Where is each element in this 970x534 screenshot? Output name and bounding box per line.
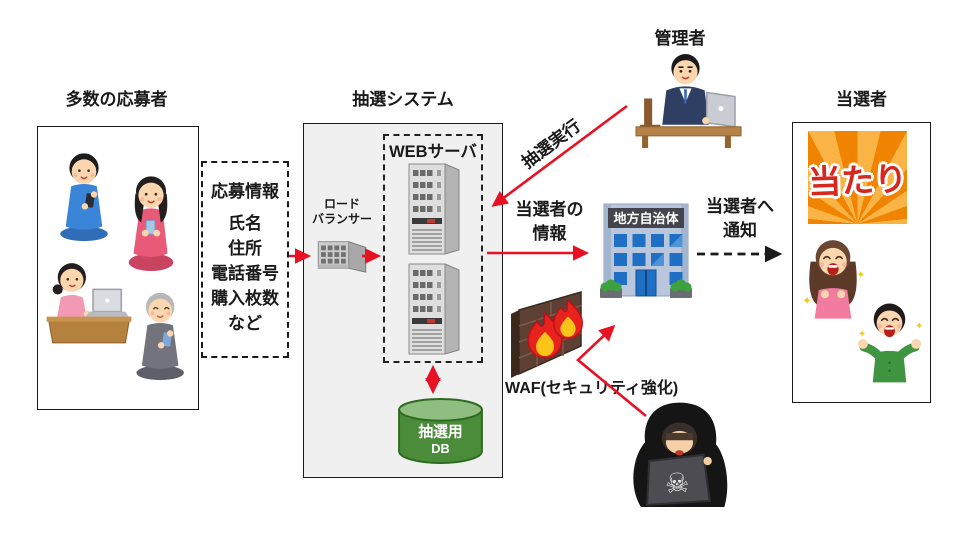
winners-box: 当たり ✦ ✦ [792,122,931,403]
system-title: 抽選システム [352,90,454,109]
applicant-man-phone-illustration [60,153,108,242]
web-server-box: WEBサーバ [383,134,483,363]
lottery-system-box: WEBサーバ [303,123,503,478]
applicants-box [37,126,199,410]
application-info-box: 応募情報 氏名 住所 電話番号 購入枚数 など [201,161,289,358]
sparkle-icon: ✦ [802,295,811,307]
prize-banner: 当たり [807,131,908,224]
notify-label: 当選者へ 通知 [706,197,774,240]
application-info-title: 応募情報 [211,182,279,201]
load-balancer-label: ロード バランサー [311,197,372,226]
skull-icon: ☠ [664,467,690,500]
hacker-illustration: ☠ [633,402,728,507]
applicant-woman-laptop-illustration [46,263,132,344]
winners-title: 当選者 [836,90,887,109]
web-server-label: WEBサーバ [389,143,477,161]
load-balancer-icon [317,241,367,273]
sparkle-icon: ✦ [915,321,923,332]
applicant-elderly-man-illustration [136,292,184,381]
db-label-line1: 抽選用 [418,422,462,440]
application-field-tickets: 購入枚数 [211,289,279,308]
server-tower-icon [408,263,460,355]
application-field-address: 住所 [228,239,262,258]
prize-text: 当たり [807,159,908,201]
lottery-exec-label: 抽選実行 [518,116,585,173]
happy-woman-illustration: ✦ ✦ [802,240,865,319]
application-field-phone: 電話番号 [211,264,279,283]
applicants-title: 多数の応募者 [65,90,168,109]
application-field-name: 氏名 [228,214,262,233]
server-tower-icon [408,163,460,255]
admin-title: 管理者 [654,29,706,48]
firewall-icon [511,291,583,378]
local-government-building-icon: 地方自治体 [600,203,692,298]
admin-at-desk-illustration [635,54,742,148]
db-label-line2: DB [431,441,449,456]
government-sign-label: 地方自治体 [613,211,679,226]
flame-icon [553,298,583,340]
happy-man-illustration: ✦ ✦ [857,303,923,383]
application-field-etc: など [228,314,262,333]
lottery-database-icon: 抽選用 DB [398,397,483,465]
sparkle-icon: ✦ [858,329,866,340]
winner-info-label: 当選者の 情報 [515,200,584,243]
waf-label: WAF(セキュリティ強化) [505,380,679,397]
sparkle-icon: ✦ [856,270,865,281]
applicant-woman-phone-illustration [128,176,174,272]
